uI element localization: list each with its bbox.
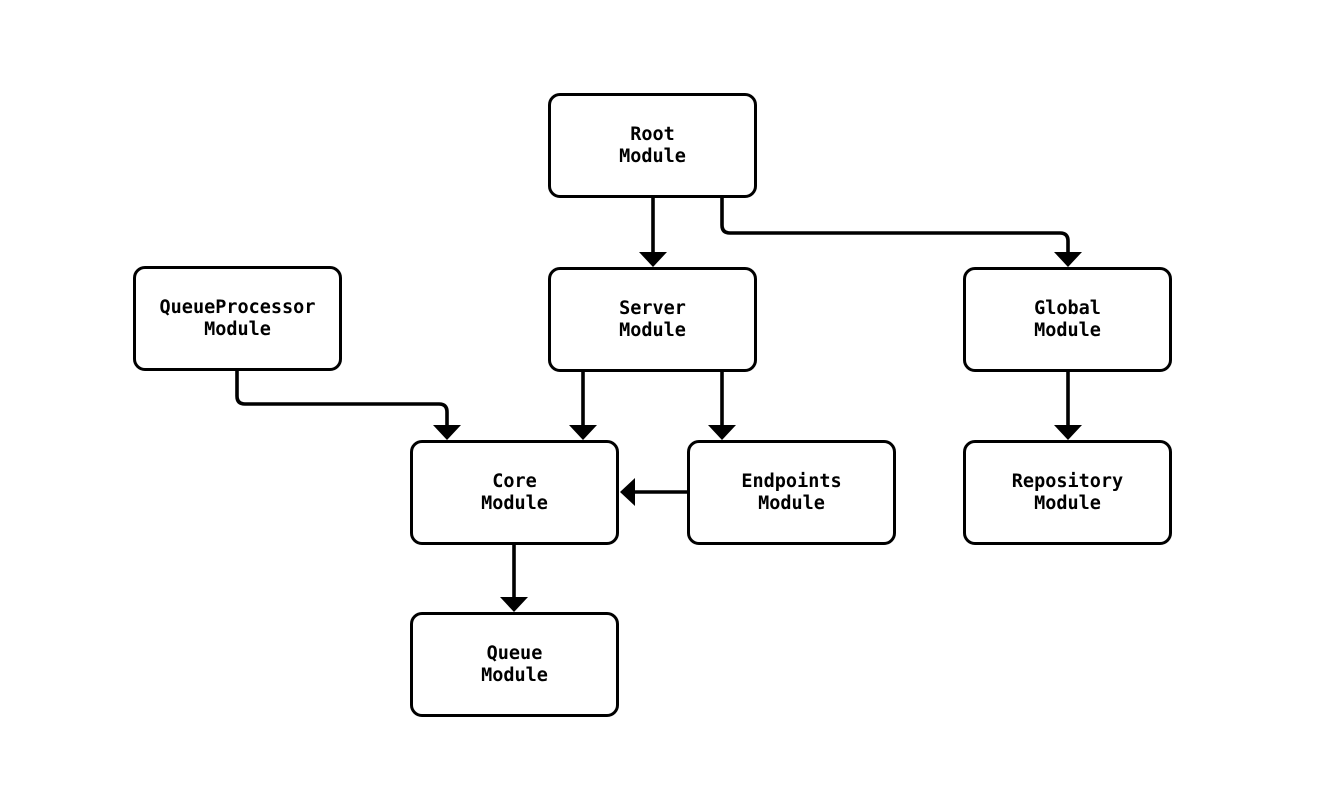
node-root-module: Root Module bbox=[548, 93, 757, 198]
node-label: QueueProcessor bbox=[159, 296, 316, 318]
edge-queueprocessor-to-core bbox=[235, 371, 461, 440]
edge-root-to-global bbox=[720, 198, 1082, 267]
node-label: Root bbox=[630, 123, 675, 145]
edge-global-to-repository bbox=[1054, 372, 1082, 440]
node-global-module: Global Module bbox=[963, 267, 1172, 372]
edge-server-to-core bbox=[569, 372, 597, 440]
node-label: Module bbox=[481, 664, 548, 686]
arrowhead-icon bbox=[620, 478, 635, 506]
node-label: Core bbox=[492, 470, 537, 492]
node-queue-module: Queue Module bbox=[410, 612, 619, 717]
node-label: Module bbox=[481, 492, 548, 514]
node-repository-module: Repository Module bbox=[963, 440, 1172, 545]
node-label: Module bbox=[1034, 492, 1101, 514]
node-label: Queue bbox=[486, 642, 543, 664]
edge-endpoints-to-core bbox=[620, 478, 687, 506]
arrowhead-icon bbox=[500, 597, 528, 612]
edge-core-to-queue bbox=[500, 545, 528, 612]
arrowhead-icon bbox=[569, 425, 597, 440]
node-label: Repository bbox=[1011, 470, 1124, 492]
node-label: Module bbox=[619, 145, 686, 167]
arrowhead-icon bbox=[639, 252, 667, 267]
node-endpoints-module: Endpoints Module bbox=[687, 440, 896, 545]
edge-server-to-endpoints bbox=[708, 372, 736, 440]
node-label: Server bbox=[619, 297, 686, 319]
node-server-module: Server Module bbox=[548, 267, 757, 372]
node-label: Endpoints bbox=[741, 470, 842, 492]
edge-root-to-server bbox=[639, 198, 667, 267]
node-label: Module bbox=[204, 318, 271, 340]
arrowhead-icon bbox=[1054, 425, 1082, 440]
node-label: Module bbox=[758, 492, 825, 514]
node-label: Module bbox=[1034, 319, 1101, 341]
arrowhead-icon bbox=[1054, 252, 1082, 267]
node-core-module: Core Module bbox=[410, 440, 619, 545]
arrowhead-icon bbox=[433, 425, 461, 440]
arrowhead-icon bbox=[708, 425, 736, 440]
node-queueprocessor-module: QueueProcessor Module bbox=[133, 266, 342, 371]
node-label: Global bbox=[1034, 297, 1101, 319]
node-label: Module bbox=[619, 319, 686, 341]
